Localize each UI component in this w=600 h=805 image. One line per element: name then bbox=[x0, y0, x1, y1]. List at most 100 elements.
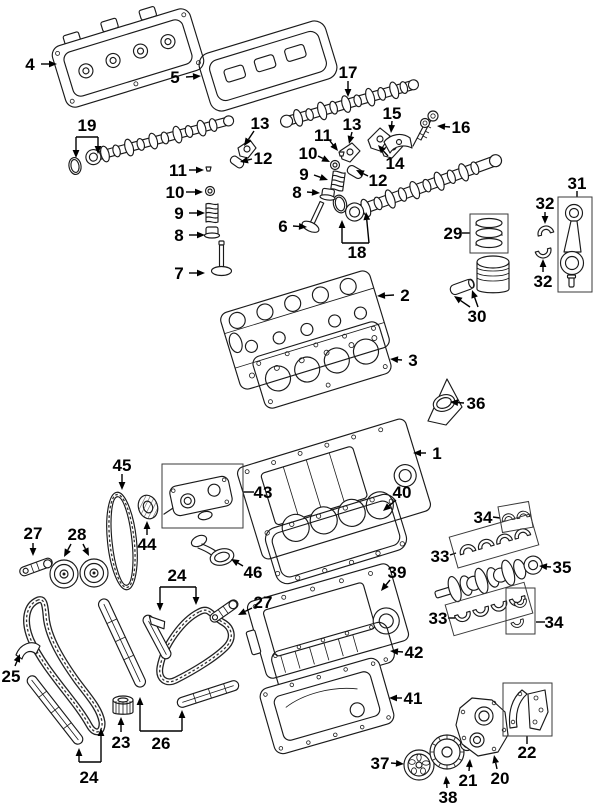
circle-shape bbox=[393, 464, 417, 488]
callout-number: 27 bbox=[254, 593, 273, 612]
callout-arrowhead bbox=[178, 710, 186, 718]
ellipse-shape bbox=[148, 132, 159, 150]
ellipse-shape bbox=[420, 767, 426, 775]
circle-shape bbox=[228, 600, 238, 610]
ellipse-shape bbox=[196, 119, 207, 137]
rod-bearing-32-upper bbox=[535, 223, 555, 237]
callout-arrow-line bbox=[244, 607, 253, 613]
circle-shape bbox=[478, 710, 490, 722]
circle-shape bbox=[369, 497, 375, 503]
callout-arrowhead bbox=[413, 449, 421, 457]
circle-shape bbox=[369, 625, 374, 630]
callout-number: 19 bbox=[78, 116, 97, 135]
callout-arrow-line bbox=[329, 140, 334, 146]
callout-number: 33 bbox=[429, 609, 448, 628]
ellipse-shape bbox=[110, 496, 134, 586]
circle-shape bbox=[310, 586, 315, 592]
callout-25-40: 25 bbox=[2, 654, 20, 686]
circle-shape bbox=[22, 567, 29, 574]
ellipse-shape bbox=[411, 767, 417, 775]
line-shape bbox=[223, 683, 228, 694]
callout-37-47: 37 bbox=[371, 754, 404, 773]
circle-shape bbox=[472, 735, 482, 745]
callout-number: 2 bbox=[400, 286, 409, 305]
callout-9-13: 9 bbox=[299, 165, 328, 184]
circle-shape bbox=[133, 81, 139, 87]
circle-shape bbox=[78, 63, 94, 79]
circle-shape bbox=[371, 335, 378, 341]
bolt-pair-16 bbox=[412, 110, 439, 147]
circle-shape bbox=[69, 98, 75, 104]
callout-number: 3 bbox=[408, 351, 417, 370]
ellipse-shape bbox=[301, 220, 320, 233]
callout-10-14: 10 bbox=[299, 144, 330, 163]
line-shape bbox=[124, 655, 134, 660]
callout-number: 28 bbox=[68, 525, 87, 544]
callout-10-7: 10 bbox=[166, 183, 203, 202]
callout-arrowhead bbox=[338, 220, 346, 228]
ellipse-shape bbox=[373, 196, 383, 211]
circle-shape bbox=[273, 653, 278, 659]
circle-shape bbox=[85, 149, 102, 166]
callout-number: 15 bbox=[383, 104, 402, 123]
circle-shape bbox=[568, 207, 580, 219]
circle-shape bbox=[249, 372, 255, 379]
camshaft-intake bbox=[279, 79, 420, 128]
circle-shape bbox=[333, 732, 338, 738]
circle-shape bbox=[460, 709, 466, 715]
callout-arrowhead bbox=[443, 776, 451, 785]
path-shape bbox=[455, 697, 509, 757]
circle-shape bbox=[244, 469, 250, 475]
circle-shape bbox=[273, 364, 280, 371]
callout-arrowhead bbox=[29, 548, 37, 556]
callout-number: 33 bbox=[431, 547, 450, 566]
circle-shape bbox=[271, 460, 277, 465]
callout-number: 32 bbox=[536, 194, 555, 213]
rect-shape bbox=[271, 500, 401, 578]
circle-shape bbox=[272, 331, 286, 345]
valve-cover bbox=[51, 6, 205, 108]
use-shape bbox=[27, 600, 103, 732]
callout-29-26: 29 bbox=[444, 213, 509, 254]
callout-39-44: 39 bbox=[381, 563, 406, 591]
circle-shape bbox=[382, 364, 388, 369]
circle-shape bbox=[510, 719, 516, 725]
circle-shape bbox=[353, 306, 368, 320]
callout-arrowhead bbox=[383, 503, 392, 511]
rect-shape bbox=[252, 321, 392, 409]
circle-shape bbox=[281, 513, 310, 542]
callout-number: 34 bbox=[474, 508, 493, 527]
valve-spring-mid-9 bbox=[330, 170, 346, 192]
callout-leader-line bbox=[492, 516, 501, 519]
lash-adjuster-left-12 bbox=[229, 155, 245, 169]
circle-shape bbox=[256, 361, 262, 366]
callout-number: 11 bbox=[169, 161, 187, 180]
rect-shape bbox=[229, 155, 245, 169]
circle-shape bbox=[298, 357, 305, 364]
callout-16-20: 16 bbox=[437, 118, 470, 137]
callout-27-39: 27 bbox=[238, 593, 272, 615]
circle-shape bbox=[371, 325, 376, 331]
callout-arrow-line bbox=[366, 219, 370, 244]
ellipse-shape bbox=[293, 109, 304, 127]
ellipse-shape bbox=[136, 137, 146, 151]
circle-shape bbox=[322, 568, 328, 574]
engine-parts-artwork bbox=[15, 6, 585, 781]
rect-shape bbox=[566, 274, 577, 279]
circle-shape bbox=[323, 347, 350, 374]
camshaft-left bbox=[85, 115, 235, 166]
ellipse-shape bbox=[70, 158, 80, 174]
circle-shape bbox=[221, 477, 227, 483]
callout-number: 12 bbox=[254, 149, 273, 168]
stem-seal-mid-8 bbox=[319, 187, 337, 202]
rect-shape bbox=[220, 270, 390, 390]
tensioner-chain-45 bbox=[106, 491, 138, 591]
circle-shape bbox=[284, 351, 290, 357]
line-shape bbox=[418, 132, 424, 136]
circle-shape bbox=[395, 138, 403, 146]
callout-number: 7 bbox=[174, 264, 183, 283]
callout-arrowhead bbox=[244, 137, 252, 146]
callout-number: 37 bbox=[371, 754, 390, 773]
circle-shape bbox=[517, 691, 523, 697]
ellipse-shape bbox=[334, 196, 346, 212]
